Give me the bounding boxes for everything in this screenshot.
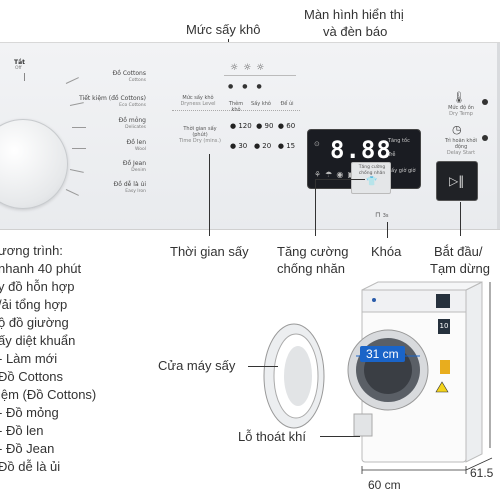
- dryness-indicator-dots: ●●●: [228, 83, 271, 90]
- lcd-digits: 8.88: [330, 136, 392, 164]
- program-list-item: ấy diệt khuẩn: [0, 333, 76, 348]
- dial-tick: [72, 148, 86, 149]
- panel-edge: [497, 43, 500, 229]
- capacity-badge: 10: [438, 319, 450, 334]
- callout-display-line2: và đèn báo: [323, 24, 388, 39]
- time-row-1: ● 120 ● 90 ● 60: [230, 122, 296, 130]
- time-section: Thời gian sấy (phút)Time Dry (mins.) ● 1…: [172, 118, 300, 158]
- time-120[interactable]: 120: [238, 122, 252, 130]
- time-15[interactable]: 15: [286, 142, 296, 150]
- dimension-depth: 61.5: [470, 466, 494, 480]
- lcd-temp-icon: ⊙: [314, 140, 320, 148]
- dryness-option-iron-dry[interactable]: Để ủi: [280, 101, 294, 107]
- lcd-status-icons: ⚘☂◉▣: [314, 170, 359, 179]
- callout-dryer-door: Cửa máy sấy: [158, 358, 236, 373]
- time-label: Thời gian sấy (phút)Time Dry (mins.): [179, 126, 221, 144]
- callout-vent: Lỗ thoát khí: [238, 429, 306, 444]
- time-20[interactable]: 20: [262, 142, 272, 150]
- program-list-title: ương trình:: [0, 243, 63, 258]
- time-60[interactable]: 60: [286, 122, 296, 130]
- dryness-sun-icons: ☼☼☼: [230, 63, 270, 73]
- callout-display-line1: Màn hình hiển thị: [304, 7, 404, 22]
- program-list-item: /ải tổng hợp: [0, 297, 68, 312]
- time-row-2: ● 30 ● 20 ● 15: [230, 142, 296, 150]
- callout-line: [209, 154, 210, 236]
- callout-drying-level: Mức sấy khô: [186, 22, 261, 37]
- lock-icon[interactable]: ⊓ 3s: [375, 211, 389, 219]
- callout-line: [320, 436, 360, 437]
- clock-icon: ◷: [452, 123, 462, 136]
- program-list-item: nhanh 40 phút: [0, 261, 82, 276]
- program-list-item: y đồ hỗn hợp: [0, 279, 75, 294]
- program-list-item: Đồ Cottons: [0, 369, 64, 384]
- callout-lock: Khóa: [371, 244, 402, 259]
- program-list-item: ộ đồ giường: [0, 315, 69, 330]
- lcd-indicator-delay: Sấy giờ giờ: [388, 168, 416, 174]
- program-list-item: - Đồ mỏng: [0, 405, 59, 420]
- dial-off-sublabel: Off: [15, 66, 22, 71]
- callout-start-line2: Tạm dừng: [430, 261, 491, 276]
- delay-indicator-dot: [482, 135, 488, 141]
- dial-off-label: Tắt: [14, 59, 26, 66]
- dimension-width: 60 cm: [368, 478, 401, 492]
- lcd-indicator-boost: Tăng tốc: [388, 138, 410, 144]
- program-list-item: - Đồ len: [0, 423, 44, 438]
- callout-line: [248, 366, 278, 367]
- divider: [224, 75, 296, 76]
- dryness-option-extra-dry[interactable]: Thêm khô: [228, 101, 244, 113]
- callout-line: [315, 179, 316, 236]
- start-pause-button[interactable]: ▷‖: [436, 161, 478, 201]
- play-pause-icon: ▷‖: [449, 174, 465, 188]
- callout-line: [315, 179, 365, 180]
- dial-off-tick: [24, 73, 25, 81]
- thermometer-icon: 🌡: [452, 91, 466, 104]
- program-list-item: Đồ dễ là ủi: [0, 459, 61, 474]
- callout-anti-crease-line2: chống nhăn: [277, 261, 345, 276]
- dryness-option-cupboard-dry[interactable]: Sấy khô: [251, 101, 271, 107]
- callout-anti-crease-line1: Tăng cường: [277, 244, 349, 259]
- temp-indicator-dot: [482, 99, 488, 105]
- callout-start-line1: Bắt đầu/: [434, 244, 483, 259]
- program-list: ương trình: nhanh 40 phút y đồ hỗn hợp /…: [0, 242, 96, 476]
- lcd-indicator-low: Trễ: [388, 152, 396, 158]
- program-list-item: iệm (Đồ Cottons): [0, 387, 97, 402]
- callout-line: [387, 222, 388, 238]
- time-30[interactable]: 30: [238, 142, 248, 150]
- program-label-eco-cottons[interactable]: Tiết kiệm (đồ Cottons)Eco Cottons: [79, 95, 146, 108]
- callout-dry-time: Thời gian sấy: [170, 244, 249, 259]
- shirt-icon: 👕: [366, 177, 378, 187]
- anti-crease-button[interactable]: Tăng cường chống nhăn 👕: [351, 162, 391, 194]
- program-list-item: - Làm mới: [0, 351, 58, 366]
- time-90[interactable]: 90: [264, 122, 274, 130]
- program-list-item: - Đồ Jean: [0, 441, 55, 456]
- dial-tick: [72, 127, 86, 128]
- drum-diameter-label: 31 cm: [360, 346, 405, 362]
- callout-line: [460, 202, 461, 236]
- dryer-illustration: [263, 281, 493, 474]
